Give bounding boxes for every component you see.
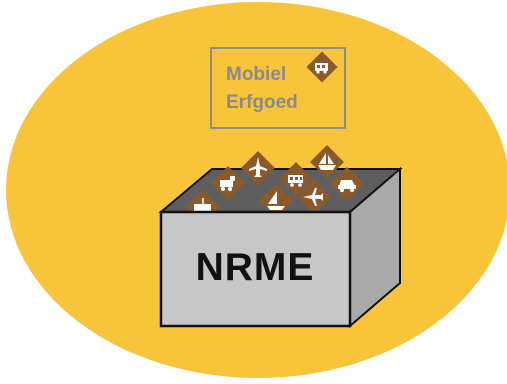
locomotive-diamond-icon <box>211 166 245 200</box>
mobiel-erfgoed-logo: Mobiel Erfgoed <box>210 47 346 129</box>
box-front <box>159 210 352 328</box>
bus-diamond-icon <box>306 51 338 83</box>
nrme-box: NRME <box>158 145 403 329</box>
logo-frame <box>210 47 346 129</box>
logo-line-2: Erfgoed <box>226 92 298 113</box>
logo-line-1: Mobiel <box>226 64 286 85</box>
box-label: NRME <box>196 246 315 289</box>
